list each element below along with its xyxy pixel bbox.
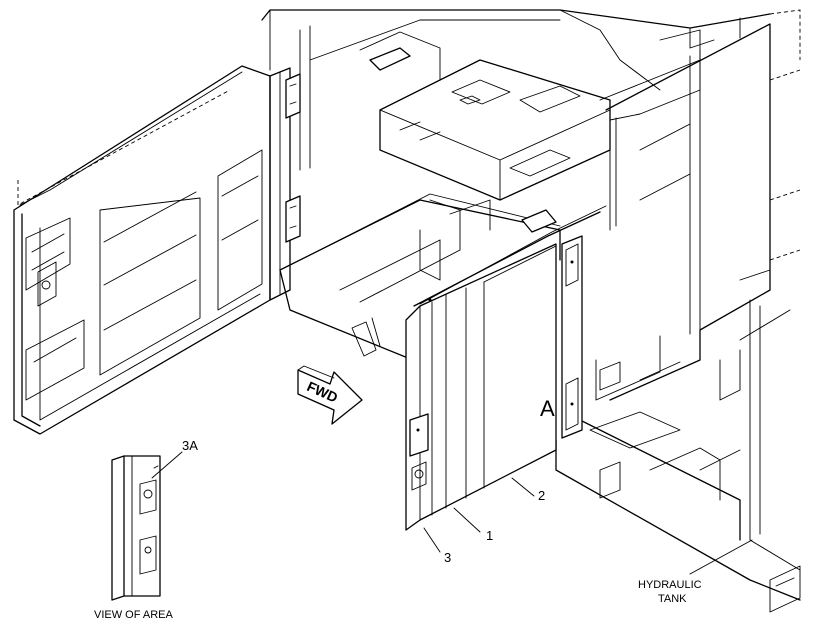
left-door-panel bbox=[13, 65, 271, 435]
hydraulic-tank-line1: HYDRAULIC bbox=[638, 579, 702, 591]
callout-3a: 3A bbox=[182, 438, 198, 453]
cab-frame bbox=[261, 9, 801, 171]
view-a-label: A bbox=[540, 396, 555, 421]
cover-panel bbox=[405, 205, 607, 531]
mount-plate bbox=[379, 59, 701, 201]
floor-base bbox=[279, 193, 561, 359]
hydraulic-tank-line2: TANK bbox=[658, 593, 687, 605]
detail-view-3a bbox=[111, 451, 183, 601]
leader-lines bbox=[423, 477, 753, 575]
tank-housing bbox=[555, 335, 801, 613]
callout-3: 3 bbox=[444, 550, 451, 565]
forward-arrow: FWD bbox=[297, 365, 363, 425]
hinge-post bbox=[269, 67, 301, 301]
view-of-area-note: VIEW OF AREA bbox=[94, 609, 174, 621]
callout-1: 1 bbox=[486, 528, 493, 543]
right-bulkhead bbox=[605, 23, 801, 571]
callout-2: 2 bbox=[538, 488, 545, 503]
